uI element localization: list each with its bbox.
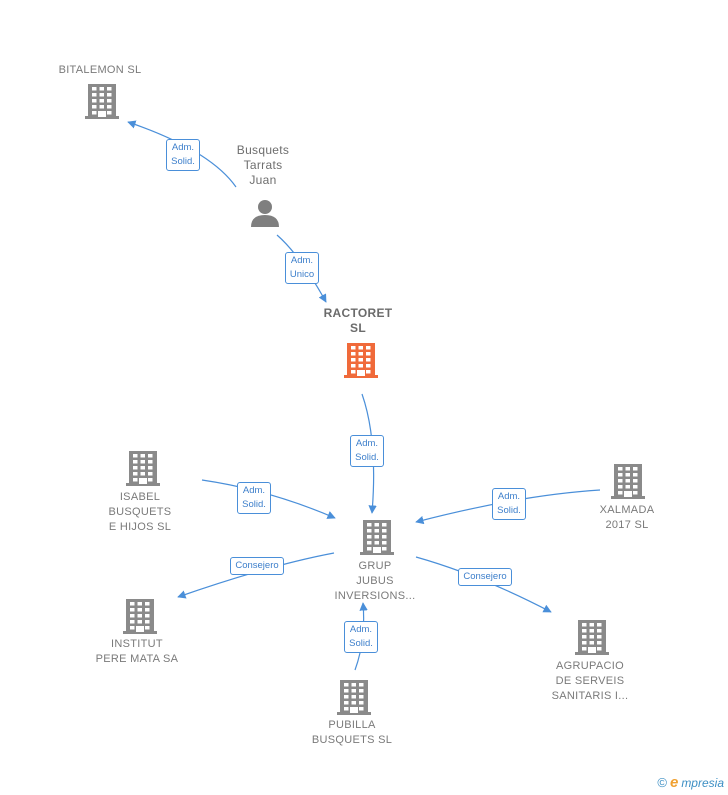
busquets-label[interactable]: Busquets Tarrats Juan (236, 142, 290, 187)
institut-building-icon[interactable] (123, 597, 157, 640)
edge-label-busquets-to-ractoret[interactable]: Adm. Unico (284, 252, 320, 284)
brand-logo-text: mpresia (681, 775, 724, 790)
institut-label[interactable]: INSTITUT PERE MATA SA (95, 638, 179, 665)
pubilla-label[interactable]: PUBILLA BUSQUETS SL (311, 719, 393, 746)
edge-label-isabel-to-grup[interactable]: Adm. Solid. (237, 482, 271, 514)
bitalemon-label[interactable]: BITALEMON SL (58, 63, 142, 76)
busquets-person-icon[interactable] (250, 198, 280, 233)
copyright-symbol: © (657, 775, 667, 790)
edge-label-xalmada-to-grup[interactable]: Adm. Solid. (492, 488, 526, 520)
isabel-label[interactable]: ISABEL BUSQUETS E HIJOS SL (108, 490, 172, 533)
edge-label-pubilla-to-grup[interactable]: Adm. Solid. (344, 621, 378, 653)
ractoret-label[interactable]: RACTORET SL (323, 306, 393, 335)
agrupacio-label[interactable]: AGRUPACIO DE SERVEIS SANITARIS I... (551, 659, 629, 702)
edge-label-grup-to-institut[interactable]: Consejero (230, 557, 284, 575)
pubilla-building-icon[interactable] (337, 678, 371, 721)
ractoret-building-icon[interactable] (344, 341, 378, 384)
edge-label-grup-to-agrupacio[interactable]: Consejero (458, 568, 512, 586)
xalmada-building-icon[interactable] (611, 462, 645, 505)
bitalemon-building-icon[interactable] (85, 82, 119, 125)
edge-label-busquets-to-bitalemon[interactable]: Adm. Solid. (166, 139, 200, 171)
edge-label-ractoret-to-grup[interactable]: Adm. Solid. (350, 435, 384, 467)
grup-building-icon[interactable] (360, 518, 394, 561)
agrupacio-building-icon[interactable] (575, 618, 609, 661)
brand-logo-initial: e (669, 774, 679, 791)
grup-label[interactable]: GRUP JUBUS INVERSIONS... (334, 559, 416, 602)
xalmada-label[interactable]: XALMADA 2017 SL (599, 504, 655, 531)
isabel-building-icon[interactable] (126, 449, 160, 492)
